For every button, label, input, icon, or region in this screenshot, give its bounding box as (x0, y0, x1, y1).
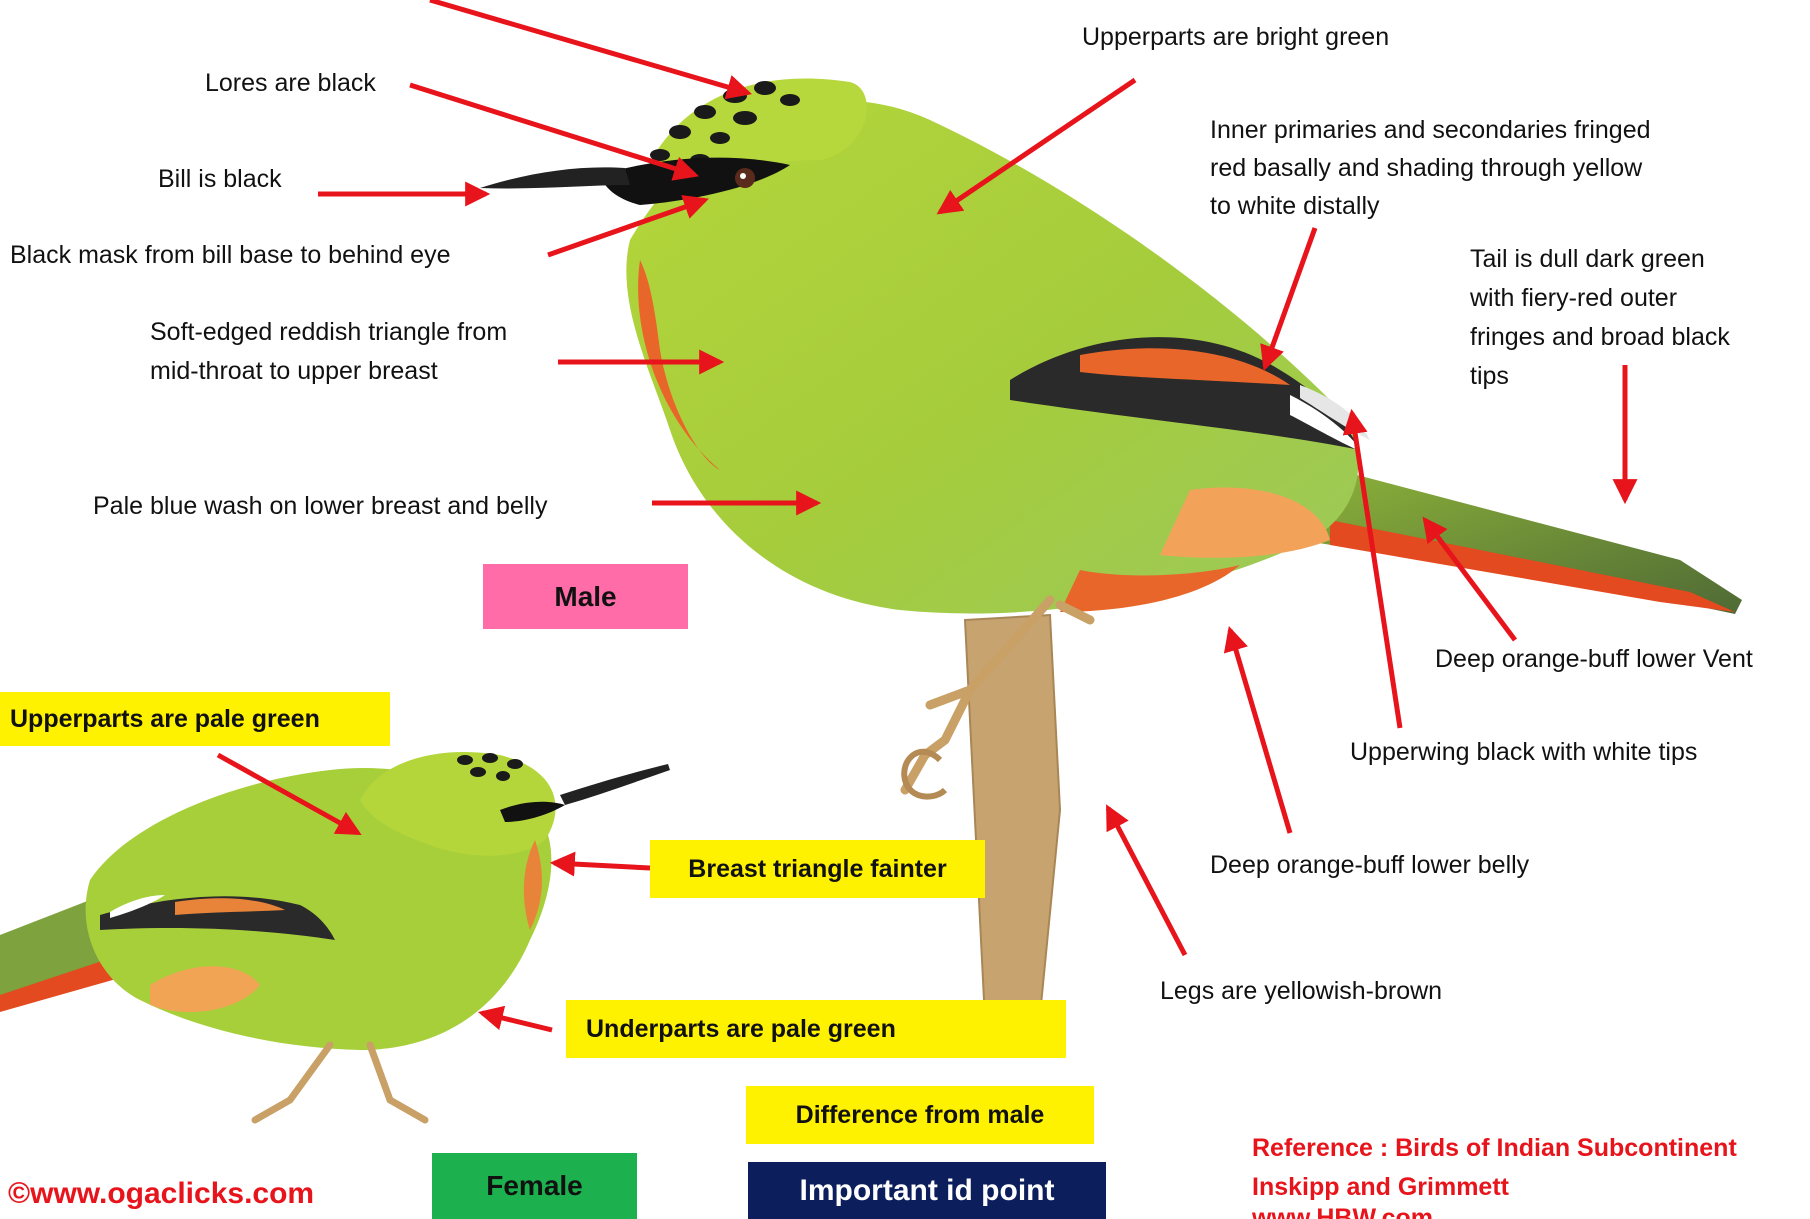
label-tail-line4: tips (1470, 357, 1509, 395)
label-primaries-line2: red basally and shading through yellow (1210, 149, 1642, 187)
label-legs: Legs are yellowish-brown (1160, 972, 1442, 1010)
copyright: ©www.ogaclicks.com (8, 1174, 314, 1214)
female-legs (255, 1045, 425, 1120)
female-bill (560, 764, 670, 805)
male-tag: Male (483, 564, 688, 629)
label-lower-belly: Deep orange-buff lower belly (1210, 846, 1529, 884)
legend-difference: Difference from male (746, 1086, 1094, 1144)
male-bill (480, 167, 630, 188)
label-mask: Black mask from bill base to behind eye (10, 236, 451, 274)
label-lores: Lores are black (205, 64, 376, 102)
label-tail-line1: Tail is dull dark green (1470, 240, 1705, 278)
label-triangle-line2: mid-throat to upper breast (150, 352, 438, 390)
female-label-underparts: Underparts are pale green (566, 1000, 1066, 1058)
reference-line3: www.HBW.com (1252, 1198, 1433, 1219)
arrow-lores (410, 85, 695, 175)
female-label-breast: Breast triangle fainter (650, 840, 985, 898)
arrow-upperwing (1352, 413, 1400, 728)
arrow-lower-belly (1230, 630, 1290, 833)
female-tag: Female (432, 1153, 637, 1219)
female-bird (0, 752, 670, 1120)
label-tail-line2: with fiery-red outer (1470, 279, 1677, 317)
label-belly-wash: Pale blue wash on lower breast and belly (93, 487, 547, 525)
female-label-upperparts: Upperparts are pale green (0, 692, 390, 746)
label-vent: Deep orange-buff lower Vent (1435, 640, 1753, 678)
arrow-crown (430, 0, 748, 93)
arrow-legs (1108, 808, 1185, 955)
label-bill: Bill is black (158, 160, 282, 198)
legend-important: Important id point (748, 1162, 1106, 1219)
reference-line1: Reference : Birds of Indian Subcontinent (1252, 1128, 1737, 1168)
label-upperparts: Upperparts are bright green (1082, 18, 1389, 56)
label-triangle-line1: Soft-edged reddish triangle from (150, 313, 507, 351)
label-tail-line3: fringes and broad black (1470, 318, 1730, 356)
label-upperwing: Upperwing black with white tips (1350, 733, 1697, 771)
label-primaries-line1: Inner primaries and secondaries fringed (1210, 111, 1651, 149)
arrow-female-underparts (482, 1013, 552, 1030)
arrow-primaries (1265, 228, 1315, 367)
arrow-female-breast (554, 863, 650, 868)
label-primaries-line3: to white distally (1210, 187, 1380, 225)
